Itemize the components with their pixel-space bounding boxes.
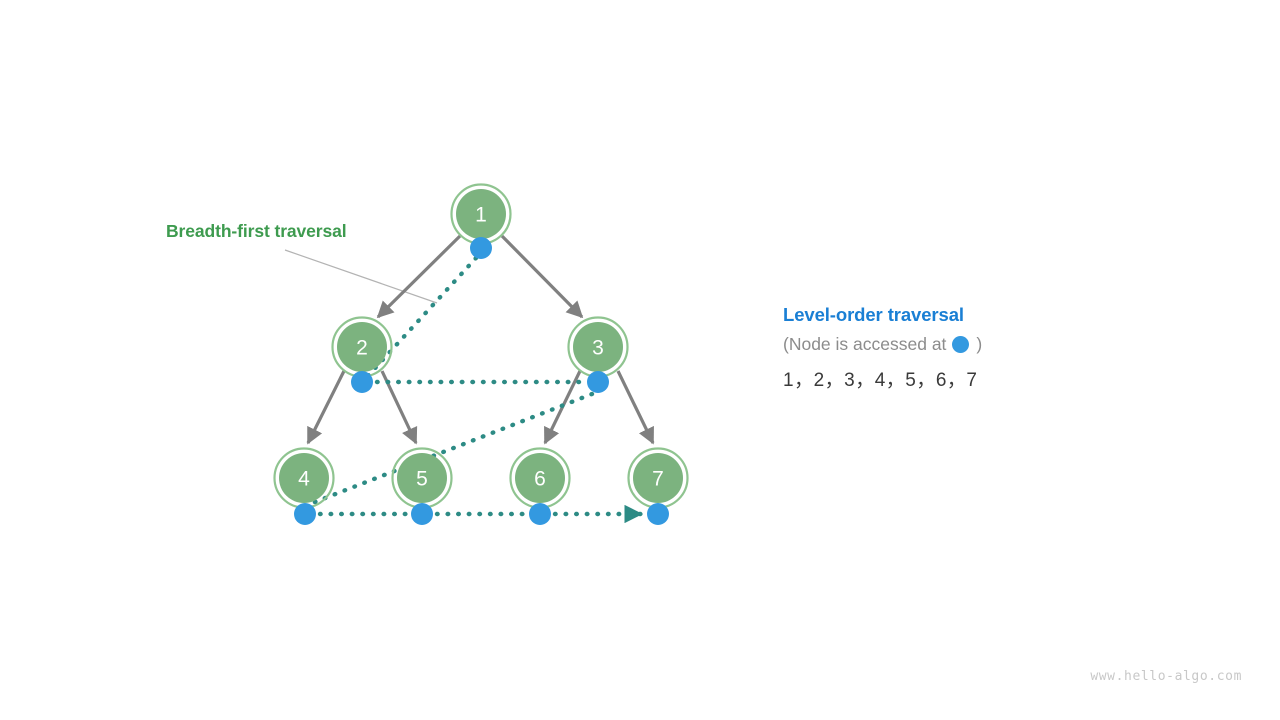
visit-dot-node-2: [351, 371, 373, 393]
breadth-first-traversal-annotation: Breadth-first traversal: [166, 221, 347, 241]
node-label: 3: [592, 337, 604, 360]
tree-node-2[interactable]: 2: [331, 316, 393, 378]
edge-3-7: [616, 370, 655, 445]
tree-node-4[interactable]: 4: [273, 447, 335, 509]
node-body: [515, 453, 565, 503]
panel-title: Level-order traversal: [783, 304, 964, 325]
visit-dot-node-5: [411, 503, 433, 525]
visit-dot-node-3: [587, 371, 609, 393]
node-label: 2: [356, 337, 368, 360]
panel-note-prefix: (Node is accessed at: [783, 334, 947, 354]
visit-dot-node-4: [294, 503, 316, 525]
tree-node-1[interactable]: 1: [450, 183, 512, 245]
annotation-leader-line: [284, 249, 438, 304]
node-body: [633, 453, 683, 503]
node-label: 6: [534, 468, 546, 491]
node-body: [279, 453, 329, 503]
tree-nodes: 1 2 3 4 5 6 7: [273, 183, 689, 509]
node-label: 4: [298, 468, 310, 491]
node-body: [573, 322, 623, 372]
panel-note-suffix: ): [976, 334, 983, 354]
tree-node-5[interactable]: 5: [391, 447, 453, 509]
legend-panel: Level-order traversal (Node is accessed …: [783, 304, 1203, 392]
visit-dot-node-6: [529, 503, 551, 525]
node-label: 5: [416, 468, 428, 491]
panel-note: (Node is accessed at ): [783, 334, 1203, 355]
visit-dot-legend-icon: [952, 336, 970, 353]
visit-dot-node-7: [647, 503, 669, 525]
path-3-4: [294, 391, 595, 512]
tree-node-7[interactable]: 7: [627, 447, 689, 509]
node-body: [456, 189, 506, 239]
node-label: 1: [475, 204, 487, 227]
edge-2-4: [306, 370, 346, 445]
node-body: [337, 322, 387, 372]
tree-node-3[interactable]: 3: [567, 316, 629, 378]
tree-node-6[interactable]: 6: [509, 447, 571, 509]
edge-1-2: [376, 234, 462, 319]
visit-markers: [294, 237, 669, 525]
traversal-sequence: 1，2，3，4，5，6，7: [783, 370, 978, 391]
watermark: www.hello-algo.com: [1090, 669, 1242, 684]
node-body: [397, 453, 447, 503]
node-label: 7: [652, 468, 664, 491]
edge-1-3: [500, 234, 584, 319]
visit-dot-node-1: [470, 237, 492, 259]
